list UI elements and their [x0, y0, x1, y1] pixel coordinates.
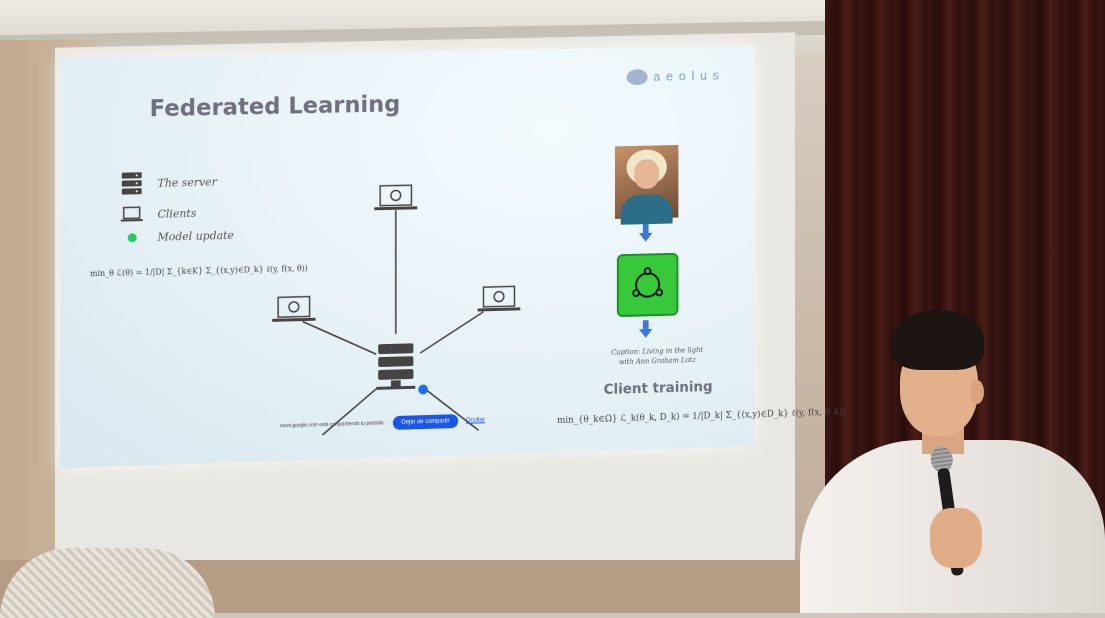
legend-clients-label: Clients [157, 206, 197, 221]
arrow-down-icon [638, 320, 653, 339]
presenter [800, 300, 1105, 613]
logo-mark-icon [626, 69, 648, 86]
image-caption: Caption: Living in the light with Ann Gr… [611, 346, 704, 367]
stop-sharing-button[interactable]: Dejar de compartir [392, 414, 459, 430]
wicker-chair [0, 548, 215, 618]
client-laptop-top [374, 185, 417, 209]
client-training-panel: Caption: Living in the light with Ann Gr… [557, 143, 846, 451]
screen-share-bar: meet.google.com está compartiendo tu pan… [280, 409, 485, 437]
slide-title: Federated Learning [149, 91, 401, 123]
slide-logo: aeolus [626, 67, 725, 89]
client-laptop-right [478, 286, 521, 310]
legend-model-update: Model update [120, 229, 234, 245]
hide-share-bar-link[interactable]: Ocultar [466, 417, 485, 424]
presentation-slide: Federated Learning aeolus The server [60, 45, 846, 468]
server-icon [120, 171, 144, 196]
server-node-icon [376, 343, 416, 390]
presenter-hair [892, 310, 984, 370]
legend-model-update-label: Model update [157, 228, 234, 244]
federated-diagram [249, 147, 561, 422]
client-laptop-left [272, 296, 315, 320]
legend-clients: Clients [120, 205, 197, 223]
logo-text: aeolus [653, 67, 725, 84]
model-update-dot-icon [127, 233, 137, 243]
arrow-down-icon [638, 224, 653, 242]
laptop-icon [120, 206, 144, 223]
portrait-photo [614, 144, 679, 225]
presenter-hand [930, 508, 982, 568]
legend-server: The server [120, 170, 217, 196]
client-training-heading: Client training [603, 379, 713, 399]
share-message: meet.google.com está compartiendo tu pan… [280, 420, 385, 430]
legend-server-label: The server [157, 175, 217, 190]
training-app-icon [616, 252, 679, 318]
